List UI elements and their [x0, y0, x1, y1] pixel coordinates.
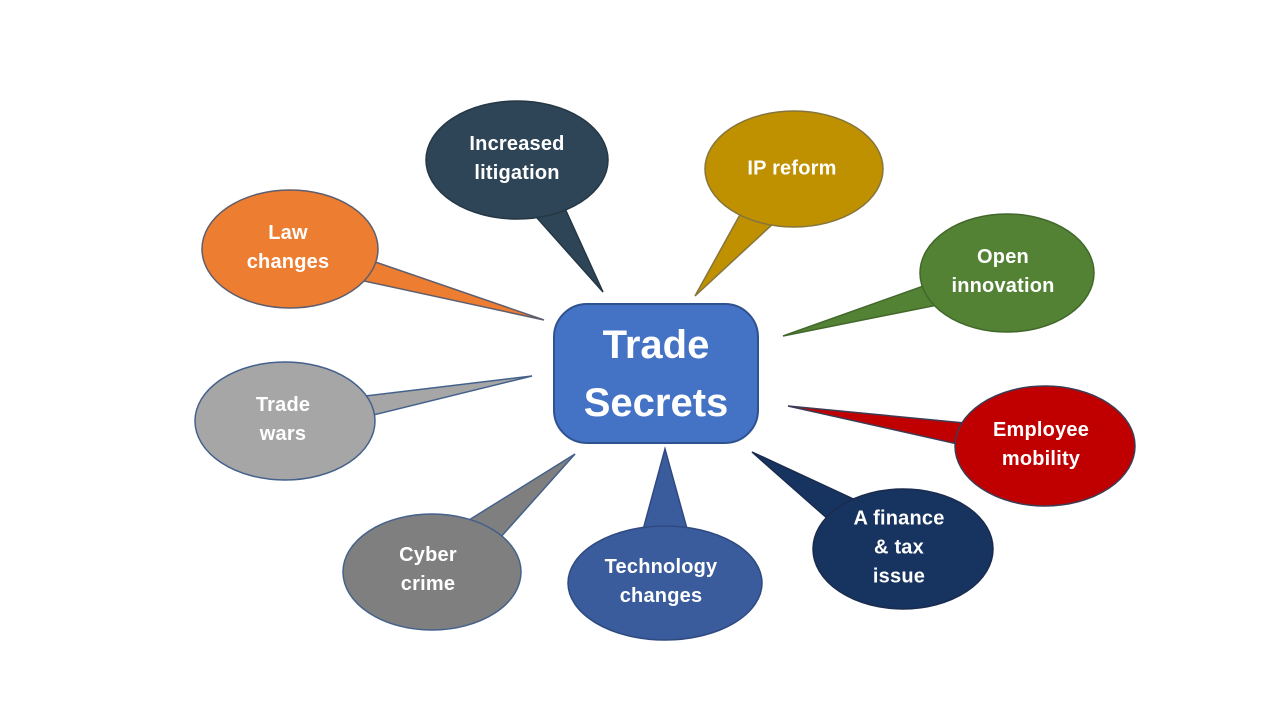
bubble-trade-wars — [194, 361, 533, 481]
bubble-open-innovation — [782, 213, 1095, 337]
bubble-a-finance-tax-issue — [751, 451, 994, 610]
bubble-employee-mobility — [787, 385, 1136, 507]
bubble-ellipse — [201, 189, 379, 309]
bubble-law-changes — [201, 189, 545, 321]
bubble-ellipse — [812, 488, 994, 610]
bubble-cyber-crime — [342, 453, 576, 631]
bubble-ellipse — [704, 110, 884, 228]
bubble-increased-litigation — [425, 100, 609, 293]
bubble-ellipse — [425, 100, 609, 220]
center-node-label: Trade Secrets — [583, 322, 729, 425]
bubble-ellipse — [194, 361, 376, 481]
bubble-technology-changes — [567, 446, 763, 641]
bubble-ellipse — [919, 213, 1095, 333]
bubble-ellipse — [567, 525, 763, 641]
bubble-ip-reform — [694, 110, 884, 297]
center-node-trade-secrets: Trade Secrets — [553, 303, 759, 444]
bubble-ellipse — [954, 385, 1136, 507]
bubble-ellipse — [342, 513, 522, 631]
